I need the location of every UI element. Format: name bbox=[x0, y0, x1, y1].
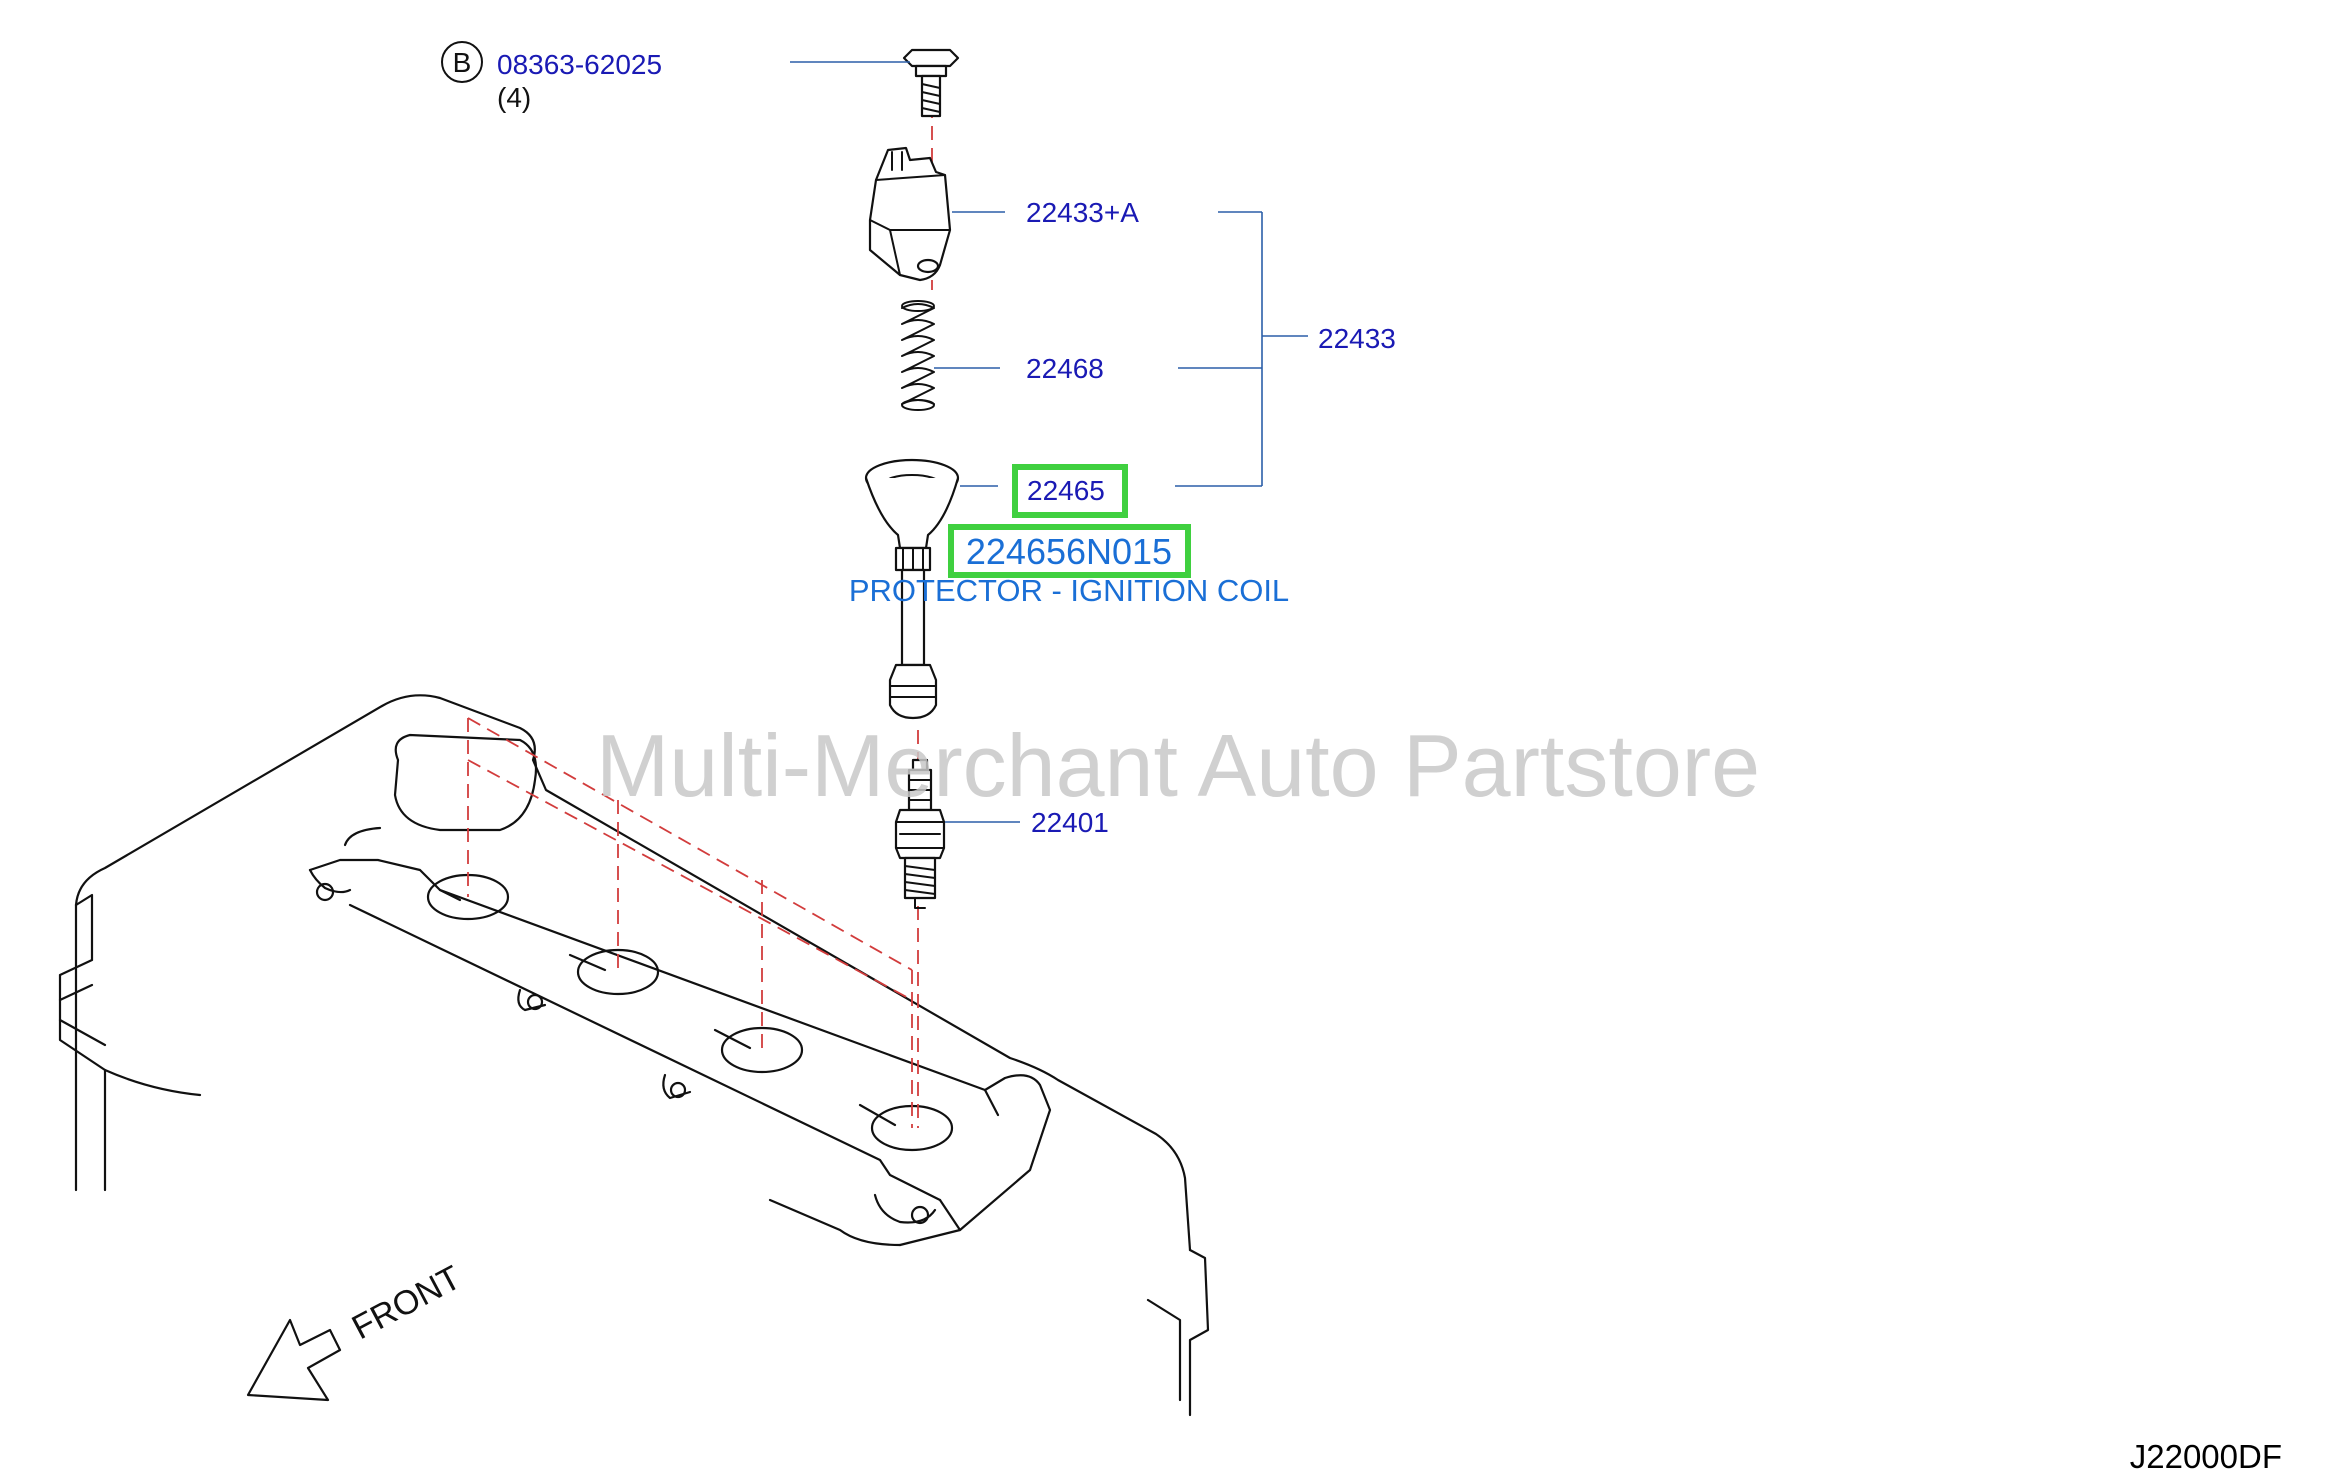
highlighted-part-number[interactable]: 224656N015 bbox=[966, 531, 1172, 572]
boot-highlight-box bbox=[1012, 464, 1128, 518]
spring-part-number[interactable]: 22468 bbox=[1026, 353, 1104, 384]
watermark: Multi-Merchant Auto Partstore bbox=[596, 716, 1760, 815]
assembly-part-number[interactable]: 22433 bbox=[1318, 323, 1396, 354]
bolt-part bbox=[902, 48, 960, 118]
diagram-code: J22000DF bbox=[2130, 1438, 2282, 1475]
bolt-ref-letter: B bbox=[453, 47, 472, 78]
ignition-coil-part bbox=[868, 146, 952, 282]
front-arrow-icon bbox=[246, 1318, 342, 1402]
boot-part-number[interactable]: 22465 bbox=[1027, 475, 1105, 506]
spark-plug-part-number[interactable]: 22401 bbox=[1031, 807, 1109, 838]
leader-lines bbox=[790, 61, 1308, 823]
part-number-highlight-box bbox=[948, 524, 1191, 578]
bolt-callout[interactable]: B 08363-62025 (4) bbox=[441, 41, 662, 113]
bolt-quantity: (4) bbox=[497, 82, 531, 113]
front-direction-indicator: FRONT bbox=[246, 1259, 467, 1402]
valve-cover-illustration bbox=[58, 694, 1210, 1417]
front-label: FRONT bbox=[346, 1259, 467, 1348]
spring-part bbox=[901, 300, 935, 411]
spark-plug-part bbox=[894, 758, 946, 909]
reference-circle bbox=[441, 41, 483, 83]
coil-part-number[interactable]: 22433+A bbox=[1026, 197, 1139, 228]
ignition-coil-boot-part bbox=[864, 458, 960, 720]
bolt-part-number[interactable]: 08363-62025 bbox=[497, 49, 662, 80]
part-description: PROTECTOR - IGNITION COIL bbox=[849, 573, 1289, 608]
